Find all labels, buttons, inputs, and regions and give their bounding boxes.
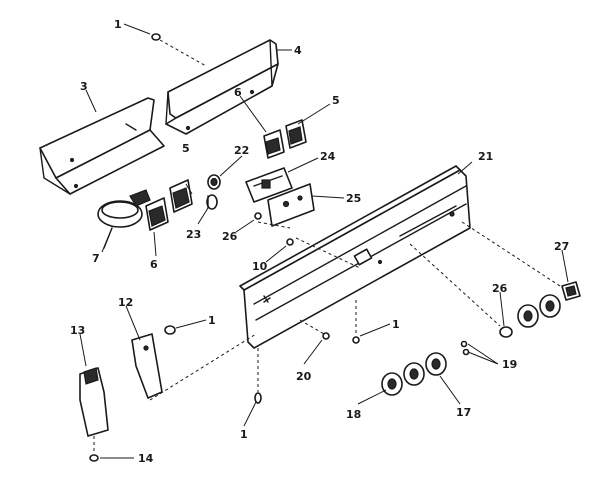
part-20-screw	[322, 332, 330, 340]
part-14-screw	[89, 454, 99, 462]
leader-lines	[79, 23, 569, 459]
part-1-screw-bottom	[254, 392, 262, 404]
part-6-switch-upper	[263, 129, 285, 159]
assembly-lines	[93, 221, 561, 454]
part-12-bracket	[131, 333, 163, 399]
part-13-side-bracket	[79, 367, 109, 437]
part-19-screws	[460, 340, 470, 356]
knob-c	[403, 362, 425, 386]
callouts: 1 4 3 6 5 5 22 24 21 25 23 26 7 6 10 27 …	[70, 18, 569, 465]
callout-1-top: 1	[114, 18, 122, 31]
callout-22: 22	[234, 144, 249, 157]
part-23-grommet	[206, 194, 218, 210]
part-24-bracket	[245, 167, 293, 203]
callout-26-left: 26	[222, 230, 238, 243]
callout-12: 12	[118, 296, 133, 309]
part-21-control-panel	[239, 165, 471, 349]
callout-5-top: 5	[332, 94, 340, 107]
part-26-knob-right	[499, 326, 513, 338]
callout-1-mid: 1	[208, 314, 216, 327]
part-22-ring	[207, 174, 221, 190]
callout-19: 19	[502, 358, 517, 371]
callout-10: 10	[252, 260, 268, 273]
part-17-knob	[425, 352, 447, 376]
part-7-clock	[97, 189, 151, 249]
part-1-screw-mid	[164, 325, 176, 335]
callout-24: 24	[320, 150, 336, 163]
callout-21: 21	[478, 150, 493, 163]
callout-1-bottom: 1	[240, 428, 248, 441]
callout-20: 20	[296, 370, 312, 383]
callout-7: 7	[92, 252, 100, 265]
part-4-bracket	[165, 39, 279, 135]
callout-27: 27	[554, 240, 569, 253]
knob-b	[539, 294, 561, 318]
part-1-screw-center	[352, 336, 360, 344]
callout-26-right: 26	[492, 282, 508, 295]
callout-3: 3	[80, 80, 88, 93]
callout-4: 4	[294, 44, 302, 57]
callout-6-top: 6	[234, 86, 242, 99]
callout-1-center: 1	[392, 318, 400, 331]
callout-6-mid: 6	[150, 258, 158, 271]
part-27-knob-housing	[561, 281, 581, 301]
part-5-switch-upper	[285, 119, 307, 149]
callout-25: 25	[346, 192, 361, 205]
callout-18: 18	[346, 408, 361, 421]
part-5-switch-mid	[169, 179, 193, 213]
part-1-screw-top	[151, 33, 207, 67]
callout-14: 14	[138, 452, 154, 465]
knob-a	[517, 304, 539, 328]
part-26-screw-left	[254, 212, 262, 220]
callout-5-mid: 5	[182, 142, 190, 155]
callout-17: 17	[456, 406, 471, 419]
part-3-bracket	[39, 97, 165, 195]
part-25-plate	[267, 183, 315, 227]
callout-23: 23	[186, 228, 201, 241]
part-10-screw	[286, 238, 294, 246]
part-6-switch-mid	[145, 197, 169, 231]
part-18-knob	[381, 372, 403, 396]
callout-13: 13	[70, 324, 85, 337]
